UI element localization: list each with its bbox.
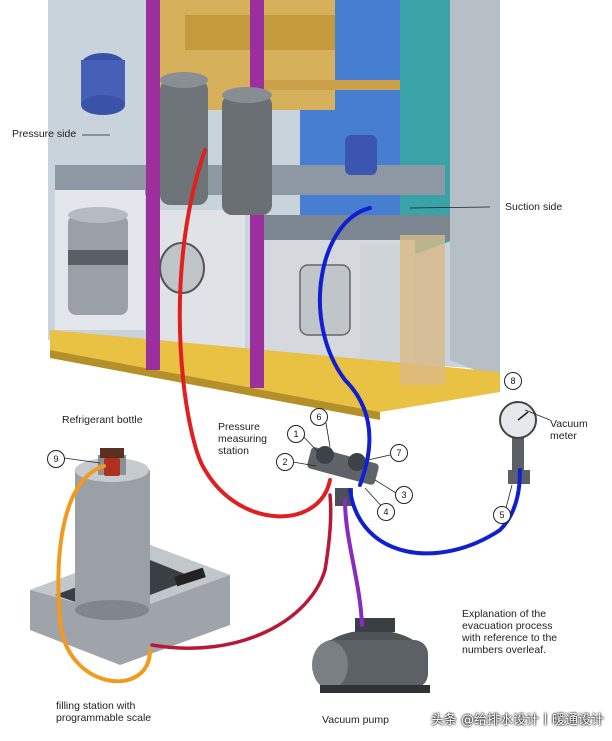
suction-side-label: Suction side	[505, 201, 563, 213]
bottle-hose	[56, 464, 152, 684]
pump-hose	[343, 498, 364, 627]
callout-8: 8	[504, 372, 522, 390]
callout-7: 7	[390, 444, 408, 462]
callout-9: 9	[47, 450, 65, 468]
callout-5: 5	[493, 506, 511, 524]
pressure-measuring-station-label: Pressure measuring station	[218, 421, 268, 457]
vacuum-meter-label: Vacuum meter	[550, 418, 588, 442]
pressure-side-label: Pressure side	[12, 128, 77, 140]
vacuum-pump-label: Vacuum pump	[322, 714, 389, 726]
callout-3: 3	[395, 486, 413, 504]
callout-2: 2	[276, 453, 294, 471]
pipe-left	[146, 0, 160, 370]
scale-hose	[150, 493, 333, 650]
refrigerant-bottle-label: Refrigerant bottle	[62, 414, 143, 426]
callout-4: 4	[377, 503, 395, 521]
pressure-hose	[177, 148, 332, 519]
vacuum-pump	[312, 618, 430, 693]
filling-station-label: filling station with programmable scale	[56, 700, 152, 724]
callout-6: 6	[310, 408, 328, 426]
components	[68, 53, 445, 385]
explanation-text: Explanation of the evacuation process wi…	[462, 608, 558, 656]
refrigerant-bottle	[75, 448, 150, 620]
suction-hose	[317, 206, 522, 556]
callout-1: 1	[287, 425, 305, 443]
watermark: 头条 @给排水设计丨暖通设计	[430, 713, 604, 728]
